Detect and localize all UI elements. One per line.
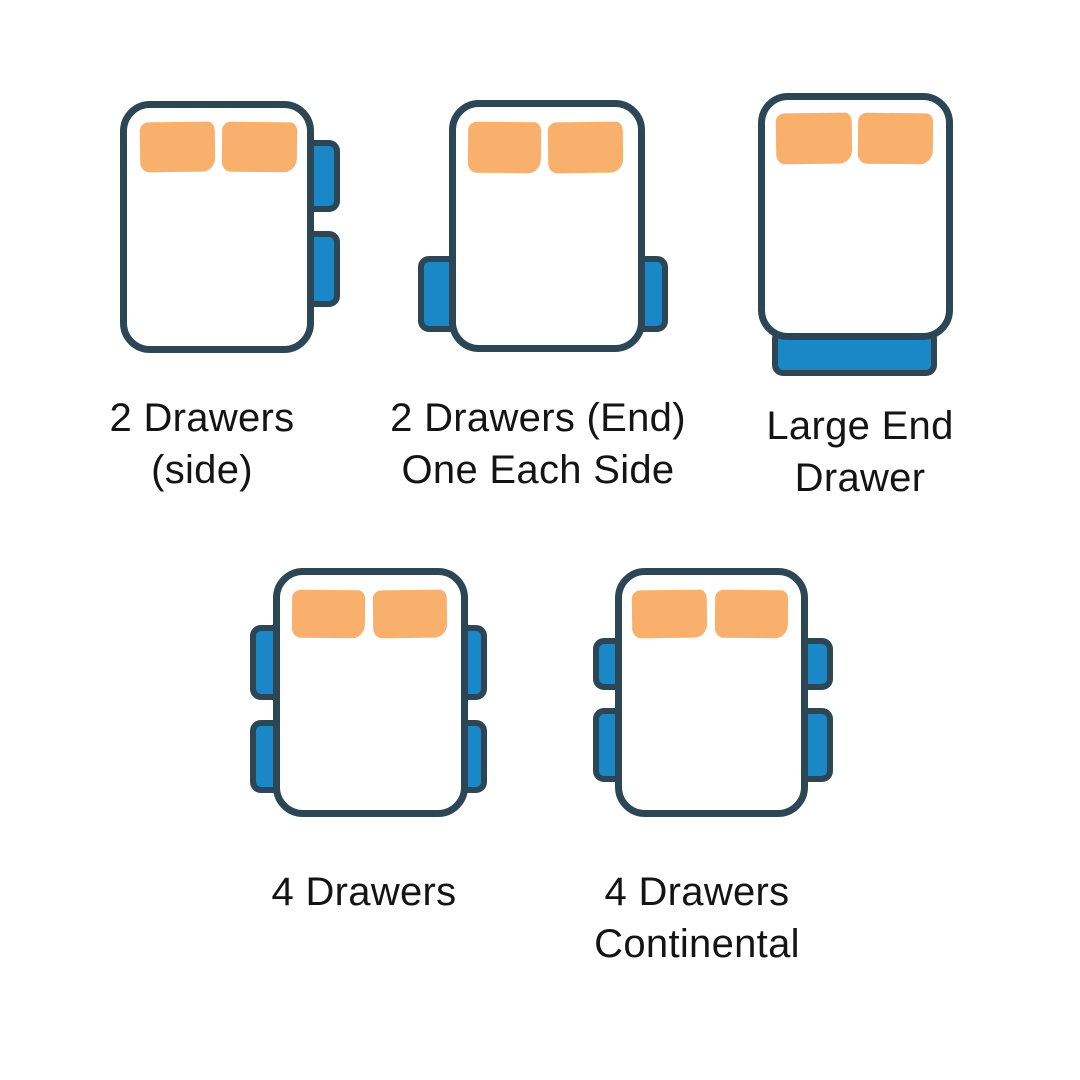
- figure3-label-line2: Drawer: [794, 456, 926, 500]
- figure1-label-line1: 2 Drawers: [109, 396, 295, 440]
- figure1-label: 2 Drawers (side): [110, 392, 295, 496]
- figure2-pillow-left: [467, 121, 542, 174]
- figure4-label: 4 Drawers: [272, 866, 457, 918]
- figure2-pillow-right: [547, 121, 624, 174]
- figure4-label-line1: 4 Drawers: [271, 870, 457, 914]
- figure5-label-line1: 4 Drawers: [604, 870, 790, 914]
- figure4-pillow-right: [372, 589, 448, 639]
- figure4-pillow-left: [291, 589, 366, 639]
- figure2-label-line1: 2 Drawers (End): [390, 396, 686, 440]
- figure5-pillow-left: [631, 589, 708, 639]
- figure1-label-line2: (side): [151, 448, 253, 492]
- figure2-label-line2: One Each Side: [401, 448, 675, 492]
- figure3-pillow-right: [857, 112, 934, 165]
- figure2-label: 2 Drawers (End) One Each Side: [390, 392, 686, 496]
- figure5-pillow-right: [714, 589, 789, 639]
- figure3-pillow-left: [775, 112, 853, 165]
- figure1-pillow-left: [139, 121, 216, 173]
- figure5-label: 4 Drawers Continental: [594, 866, 800, 970]
- figure1-pillow-right: [221, 121, 298, 173]
- figure3-label-line1: Large End: [766, 404, 954, 448]
- figure5-label-line2: Continental: [594, 922, 800, 966]
- figure3-label: Large End Drawer: [766, 400, 953, 504]
